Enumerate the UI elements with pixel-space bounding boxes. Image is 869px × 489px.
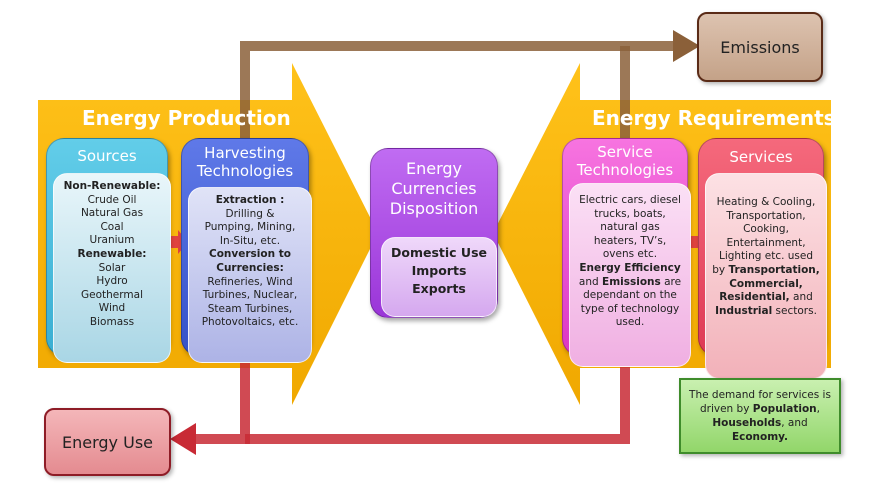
service-technologies-title: Service Technologies <box>576 143 674 179</box>
energy-efficiency-label: Energy Efficiency <box>579 261 681 274</box>
list-item: Uranium <box>89 234 135 247</box>
sources-title: Sources <box>77 147 137 165</box>
list-item: In-Situ, etc. <box>219 234 281 247</box>
list-item: Geothermal <box>81 288 143 301</box>
list-item: Coal <box>100 220 124 233</box>
list-item: Steam Turbines, <box>207 302 293 315</box>
energy-use-label: Energy Use <box>62 432 153 452</box>
list-item: Domestic Use <box>391 245 487 260</box>
demand-line-2: driven by Population, <box>699 403 821 415</box>
list-item: Biomass <box>89 315 135 328</box>
currencies-panel: Domestic Use Imports Exports <box>381 237 497 317</box>
list-item: Pumping, Mining, <box>204 221 296 234</box>
service-technologies-panel: Electric cars, diesel trucks, boats, nat… <box>569 183 691 367</box>
energy-currencies-column: Energy Currencies Disposition Domestic U… <box>370 148 498 318</box>
energy-production-title: Energy Production <box>82 106 291 130</box>
list-item: Transportation, <box>726 209 806 222</box>
emissions-flow-line <box>240 41 673 140</box>
list-item: Drilling & <box>225 207 275 220</box>
list-item: trucks, boats, <box>594 207 666 220</box>
renewable-heading: Renewable: <box>77 247 147 260</box>
list-item: ovens etc. <box>602 248 658 261</box>
currencies-title: Energy Currencies Disposition <box>389 159 479 218</box>
demand-box: The demand for services is driven by Pop… <box>679 378 841 454</box>
sector-line: Industrial sectors. <box>715 304 817 317</box>
energy-requirements-title: Energy Requirements <box>592 106 836 130</box>
services-column: Services Heating & Cooling, Transportati… <box>698 138 827 379</box>
list-item: Electric cars, diesel <box>579 194 681 206</box>
list-item: Imports <box>411 263 467 278</box>
list-item: heaters, TV’s, <box>593 234 667 247</box>
sector-line: Residential, and <box>719 291 813 304</box>
list-item: used. <box>615 316 645 329</box>
nonrenewable-heading: Non-Renewable: <box>63 180 161 192</box>
list-item: Lighting etc. used <box>718 250 814 263</box>
list-item: Heating & Cooling, <box>716 196 816 208</box>
demand-line-1: The demand for services is <box>689 389 831 401</box>
emissions-box: Emissions <box>697 12 823 82</box>
conversion-heading: Conversion to <box>209 248 291 261</box>
harvesting-panel: Extraction : Drilling & Pumping, Mining,… <box>188 187 312 363</box>
list-item: Solar <box>98 261 126 274</box>
list-item: Turbines, Nuclear, <box>202 289 298 302</box>
list-item: dependant on the <box>583 289 677 302</box>
sources-panel: Non-Renewable: Crude Oil Natural Gas Coa… <box>53 173 171 363</box>
sources-to-harvesting-arrow <box>169 230 188 254</box>
energy-use-box: Energy Use <box>44 408 171 476</box>
sector-line: Commercial, <box>729 277 803 290</box>
list-item: Hydro <box>96 275 128 288</box>
list-item: Exports <box>412 281 466 296</box>
list-item: Photovoltaics, etc. <box>201 316 299 329</box>
energy-use-arrowhead <box>170 423 196 455</box>
extraction-heading: Extraction : <box>215 194 285 206</box>
conversion-heading: Currencies: <box>216 261 284 274</box>
harvesting-title: Harvesting Technologies <box>196 144 294 180</box>
services-title: Services <box>729 148 793 166</box>
list-item: Natural Gas <box>80 207 144 220</box>
demand-line-3: Households, and Economy. <box>712 417 808 443</box>
emissions-label: Emissions <box>720 37 800 57</box>
harvesting-technologies-column: Harvesting Technologies Extraction : Dri… <box>181 138 312 363</box>
list-item: Cooking, <box>743 223 789 236</box>
sector-line: by Transportation, <box>712 263 820 276</box>
list-item: natural gas <box>600 221 660 234</box>
list-item: Wind <box>98 302 126 315</box>
sources-column: Sources Non-Renewable: Crude Oil Natural… <box>46 138 171 363</box>
list-item: type of technology <box>580 302 680 315</box>
service-technologies-column: Service Technologies Electric cars, dies… <box>562 138 691 367</box>
list-item: Refineries, Wind <box>207 275 293 288</box>
list-item: Crude Oil <box>87 193 137 206</box>
emissions-arrowhead <box>673 30 700 62</box>
services-panel: Heating & Cooling, Transportation, Cooki… <box>705 173 827 379</box>
list-item: Entertainment, <box>726 236 806 249</box>
emissions-sentence: and Emissions are <box>578 275 682 288</box>
